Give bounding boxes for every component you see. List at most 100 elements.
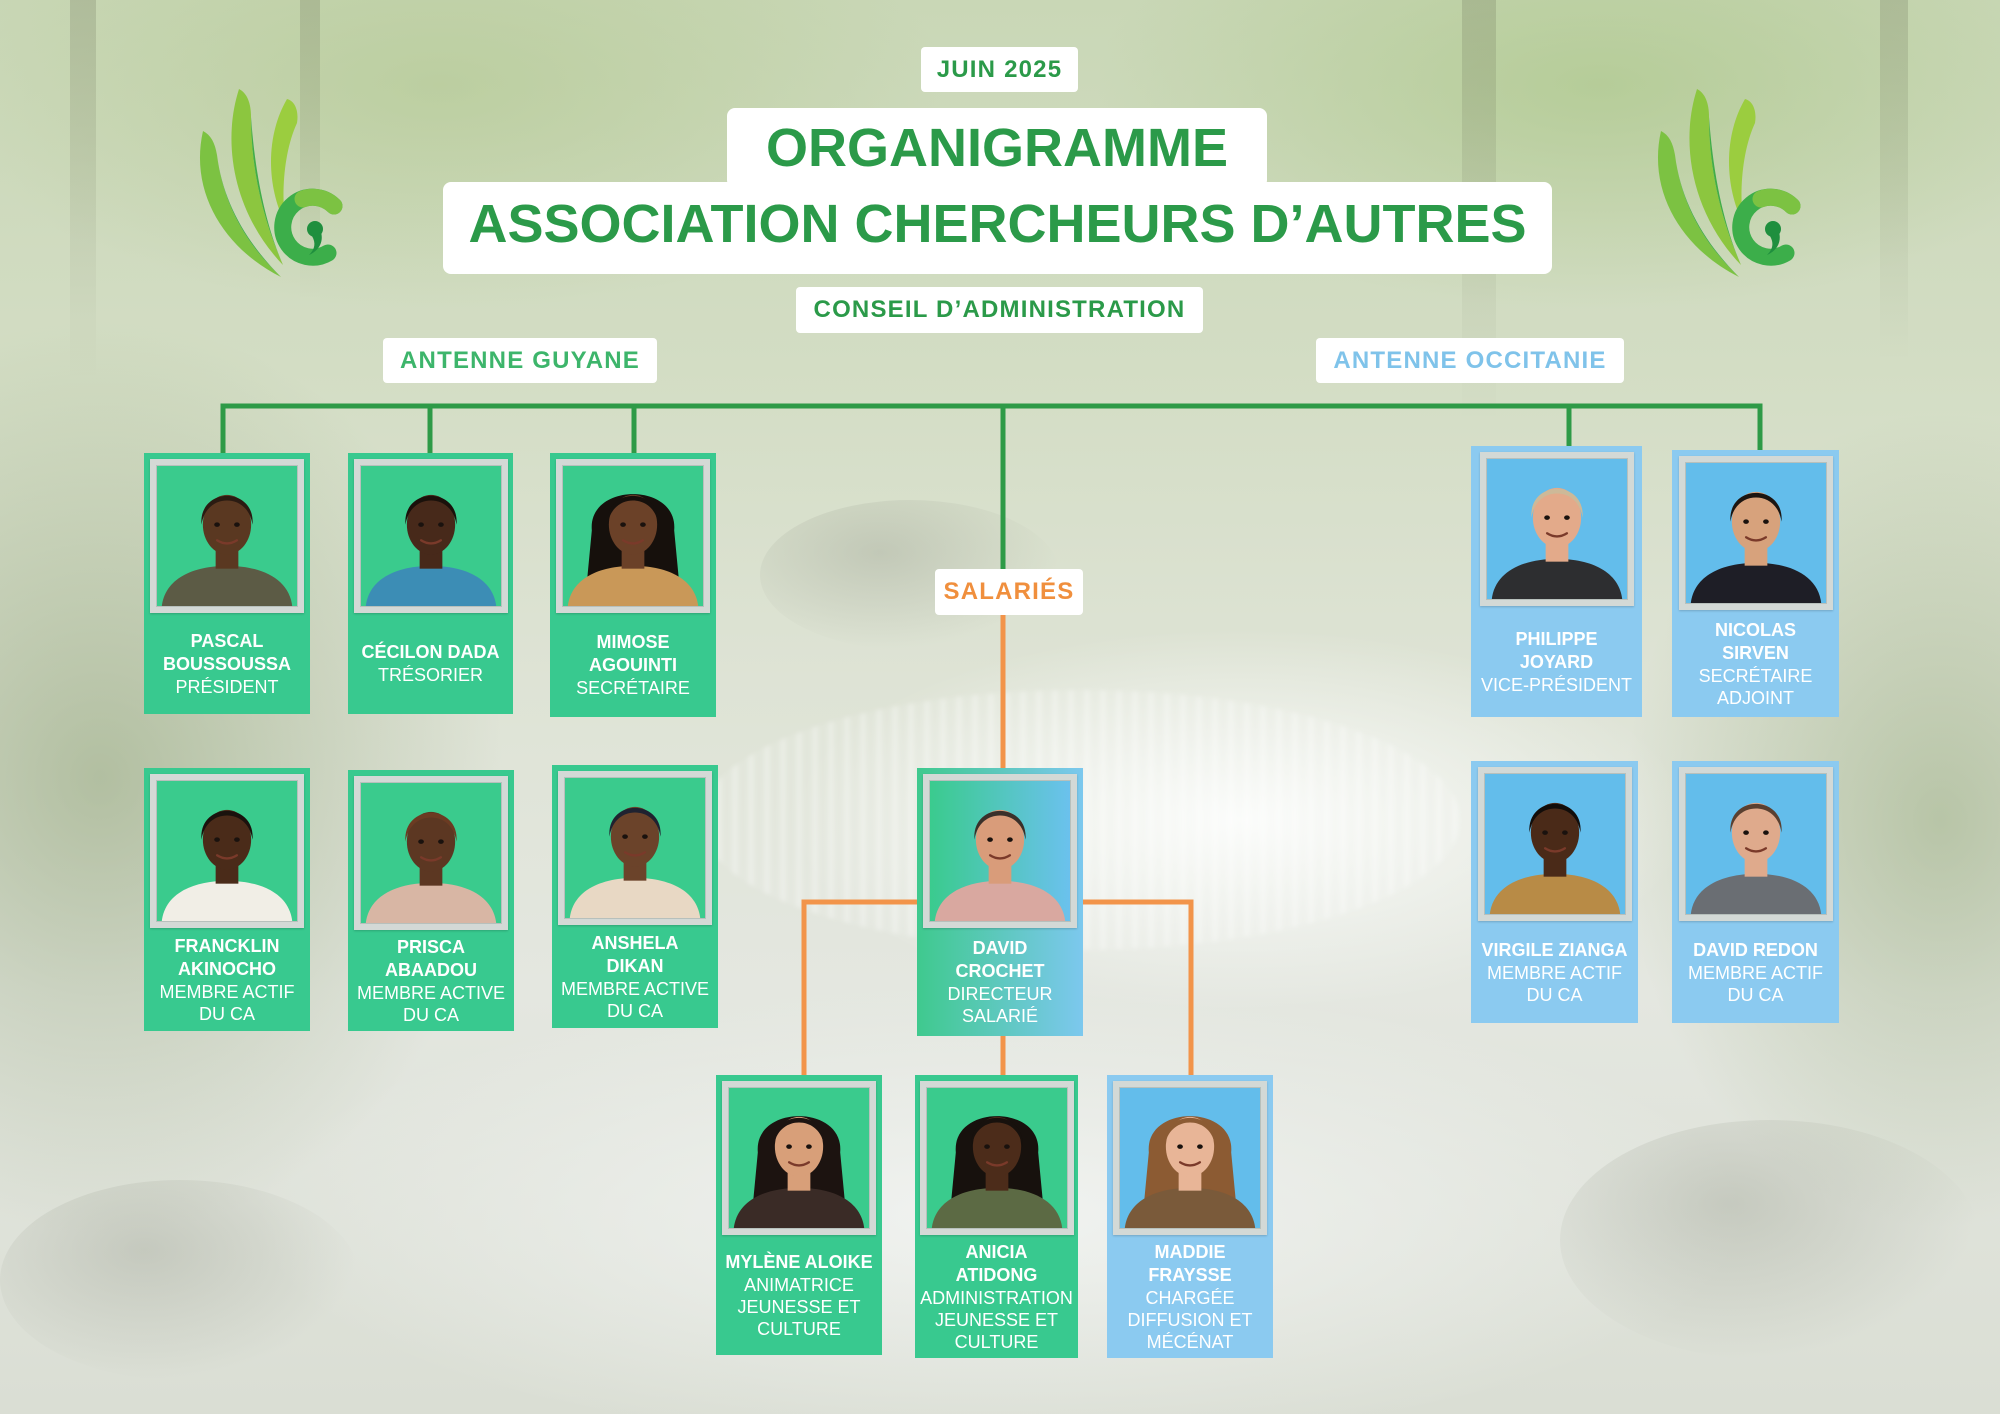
member-name: DAVID CROCHET <box>955 938 1045 981</box>
portrait-photo <box>1684 462 1827 604</box>
date-badge: JUIN 2025 <box>921 47 1078 92</box>
member-text: PRISCA ABAADOU MEMBRE ACTIVE DU CA <box>348 930 514 1031</box>
member-name: ANICIA ATIDONG <box>955 1241 1038 1285</box>
member-text: DAVID REDON MEMBRE ACTIF DU CA <box>1672 921 1839 1023</box>
member-role: SECRÉTAIRE ADJOINT <box>1698 665 1813 708</box>
association-logo-icon <box>1643 83 1809 283</box>
staff-card: ANICIA ATIDONG ADMINISTRATION JEUNESSE E… <box>915 1075 1078 1358</box>
background-tree-trunk <box>70 0 96 380</box>
member-role: VICE-PRÉSIDENT <box>1480 674 1633 695</box>
member-card: PHILIPPE JOYARD VICE-PRÉSIDENT <box>1471 446 1642 717</box>
member-card: MIMOSE AGOUINTI SECRÉTAIRE <box>550 453 716 717</box>
photo-frame <box>1678 767 1833 921</box>
member-text: FRANCKLIN AKINOCHO MEMBRE ACTIF DU CA <box>144 928 310 1031</box>
member-name: VIRGILE ZIANGA <box>1481 939 1628 960</box>
member-role: DIRECTEUR SALARIÉ <box>947 984 1053 1026</box>
salaries-label: SALARIÉS <box>935 569 1083 615</box>
member-role: TRÉSORIER <box>377 665 483 685</box>
member-name: DAVID REDON <box>1693 939 1818 960</box>
member-text: PASCAL BOUSSOUSSA PRÉSIDENT <box>144 613 310 714</box>
association-logo-icon <box>185 83 351 283</box>
portrait-photo <box>728 1087 870 1229</box>
portrait-photo <box>1684 773 1827 915</box>
member-role: SECRÉTAIRE <box>576 678 690 698</box>
title-box-line1: ORGANIGRAMME <box>727 108 1267 188</box>
portrait-photo <box>562 465 704 607</box>
member-text: MYLÈNE ALOIKE ANIMATRICE JEUNESSE ET CUL… <box>716 1235 882 1355</box>
member-card: PASCAL BOUSSOUSSA PRÉSIDENT <box>144 453 310 714</box>
photo-frame <box>722 1081 876 1235</box>
page-title: ORGANIGRAMME <box>766 118 1228 178</box>
member-role: MEMBRE ACTIVE DU CA <box>560 978 710 1021</box>
portrait-photo <box>156 780 298 922</box>
staff-card: MADDIE FRAYSSE CHARGÉE DIFFUSION ET MÉCÉ… <box>1107 1075 1273 1358</box>
board-label: CONSEIL D’ADMINISTRATION <box>796 287 1203 333</box>
member-role: CHARGÉE DIFFUSION ET MÉCÉNAT <box>1127 1287 1253 1352</box>
member-text: PHILIPPE JOYARD VICE-PRÉSIDENT <box>1471 606 1642 717</box>
staff-card: MYLÈNE ALOIKE ANIMATRICE JEUNESSE ET CUL… <box>716 1075 882 1355</box>
member-text: NICOLAS SIRVEN SECRÉTAIRE ADJOINT <box>1672 610 1839 717</box>
photo-frame <box>923 774 1077 928</box>
page-subtitle: ASSOCIATION CHERCHEURS D’AUTRES <box>468 194 1527 254</box>
member-name: MYLÈNE ALOIKE <box>725 1251 873 1272</box>
member-card: VIRGILE ZIANGA MEMBRE ACTIF DU CA <box>1471 761 1638 1023</box>
photo-frame <box>556 459 710 613</box>
member-role: MEMBRE ACTIF DU CA <box>159 981 295 1024</box>
member-role: MEMBRE ACTIVE DU CA <box>356 982 506 1025</box>
member-card: NICOLAS SIRVEN SECRÉTAIRE ADJOINT <box>1672 450 1839 717</box>
member-name: PRISCA ABAADOU <box>385 936 477 980</box>
background-rock <box>1560 1120 1980 1360</box>
member-text: CÉCILON DADA TRÉSORIER <box>348 613 513 714</box>
portrait-photo <box>929 780 1071 922</box>
background-rock <box>0 1180 360 1380</box>
photo-frame <box>150 459 304 613</box>
member-name: NICOLAS SIRVEN <box>1715 619 1796 663</box>
portrait-photo <box>359 465 502 607</box>
photo-frame <box>354 776 508 930</box>
member-card: DAVID REDON MEMBRE ACTIF DU CA <box>1672 761 1839 1023</box>
photo-frame <box>150 774 304 928</box>
member-card: CÉCILON DADA TRÉSORIER <box>348 453 513 714</box>
member-card: PRISCA ABAADOU MEMBRE ACTIVE DU CA <box>348 770 514 1031</box>
member-name: PHILIPPE JOYARD <box>1515 628 1598 672</box>
portrait-photo <box>1483 773 1626 915</box>
portrait-photo <box>156 465 298 607</box>
member-text: VIRGILE ZIANGA MEMBRE ACTIF DU CA <box>1471 921 1638 1023</box>
background-tree-trunk <box>1880 0 1908 360</box>
photo-frame <box>1477 767 1632 921</box>
photo-frame <box>1113 1081 1267 1235</box>
portrait-photo <box>1485 458 1628 600</box>
photo-frame <box>353 459 508 613</box>
member-name: PASCAL BOUSSOUSSA <box>162 630 292 674</box>
antenne-guyane-label: ANTENNE GUYANE <box>383 338 657 383</box>
photo-frame <box>1479 452 1634 606</box>
photo-frame <box>1678 456 1833 610</box>
member-card: FRANCKLIN AKINOCHO MEMBRE ACTIF DU CA <box>144 768 310 1031</box>
member-role: ADMINISTRATION JEUNESSE ET CULTURE <box>920 1287 1073 1352</box>
member-role: MEMBRE ACTIF DU CA <box>1687 962 1823 1005</box>
member-role: PRÉSIDENT <box>175 676 279 697</box>
member-role: ANIMATRICE JEUNESSE ET CULTURE <box>737 1274 861 1339</box>
member-name: MIMOSE AGOUINTI <box>589 632 677 675</box>
portrait-photo <box>925 1087 1068 1229</box>
member-text: ANSHELA DIKAN MEMBRE ACTIVE DU CA <box>552 925 718 1028</box>
member-text: MIMOSE AGOUINTI SECRÉTAIRE <box>550 613 716 717</box>
member-name: FRANCKLIN AKINOCHO <box>174 935 280 979</box>
director-card: DAVID CROCHET DIRECTEUR SALARIÉ <box>917 768 1083 1036</box>
portrait-photo <box>1119 1087 1261 1229</box>
member-text: ANICIA ATIDONG ADMINISTRATION JEUNESSE E… <box>915 1235 1078 1358</box>
member-name: MADDIE FRAYSSE <box>1148 1241 1232 1285</box>
member-name: ANSHELA DIKAN <box>591 932 679 976</box>
member-role: MEMBRE ACTIF DU CA <box>1486 962 1622 1005</box>
photo-frame <box>558 771 712 925</box>
member-name: CÉCILON DADA <box>361 642 500 662</box>
member-card: ANSHELA DIKAN MEMBRE ACTIVE DU CA <box>552 765 718 1028</box>
photo-frame <box>919 1081 1074 1235</box>
portrait-photo <box>564 777 706 919</box>
member-text: DAVID CROCHET DIRECTEUR SALARIÉ <box>917 928 1083 1036</box>
portrait-photo <box>360 782 502 924</box>
member-text: MADDIE FRAYSSE CHARGÉE DIFFUSION ET MÉCÉ… <box>1107 1235 1273 1358</box>
antenne-occitanie-label: ANTENNE OCCITANIE <box>1316 338 1624 383</box>
title-box-line2: ASSOCIATION CHERCHEURS D’AUTRES <box>443 182 1552 274</box>
